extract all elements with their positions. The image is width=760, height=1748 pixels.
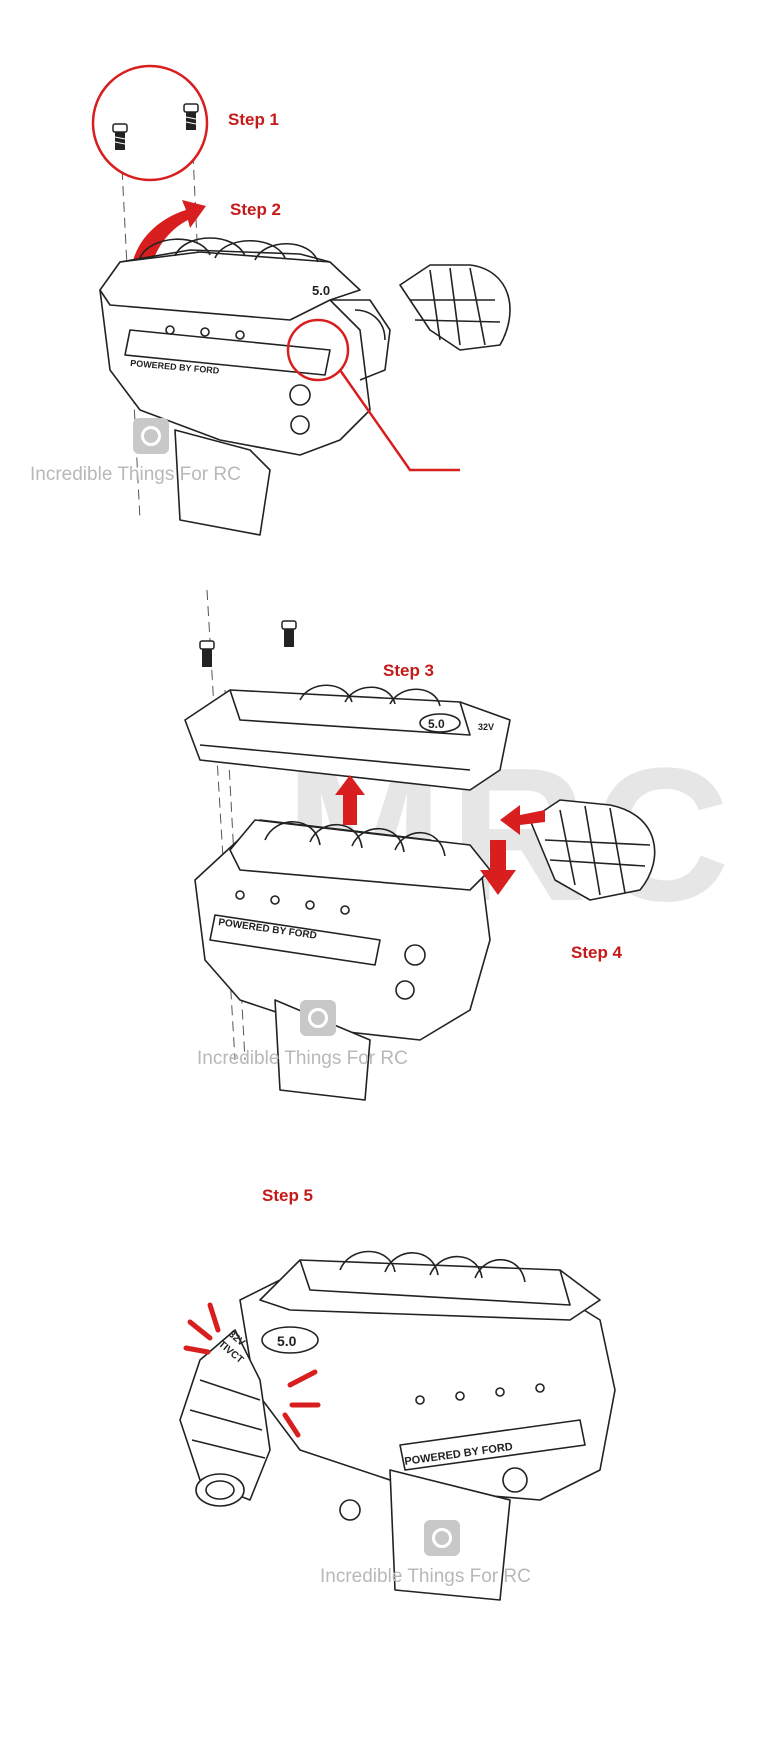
insert-arrow [500, 805, 545, 835]
engine-cover-illustration [184, 684, 511, 791]
screw-icon [183, 103, 199, 130]
engine-badge-text: 5.0 [428, 717, 445, 731]
engine-illustration [99, 237, 511, 536]
watermark-text: Incredible Things For RC [320, 1566, 531, 1587]
watermark-logo-icon [133, 418, 169, 454]
panel-2-assembly: 5.0 32V [184, 589, 656, 1101]
screw-icon [199, 640, 215, 667]
step-1-label: Step 1 [228, 110, 280, 129]
panel-3-assembled: 5.0 32V TIVCT POWERED BY FORD [179, 1250, 616, 1601]
up-arrow [335, 775, 365, 825]
panel-1-disassembly: POWERED BY FORD 5.0 [91, 64, 511, 536]
watermark-text: Incredible Things For RC [30, 464, 241, 485]
callout-leader [338, 369, 460, 472]
engine-badge-text: 5.0 [277, 1333, 297, 1349]
step-2-label: Step 2 [230, 200, 282, 219]
screw-icon [112, 123, 128, 150]
engine-badge-text: 5.0 [312, 283, 330, 298]
engine-illustration [179, 1250, 616, 1601]
step-3-label: Step 3 [383, 661, 435, 680]
watermark-logo-icon [300, 1000, 336, 1036]
step-5-label: Step 5 [262, 1186, 314, 1205]
snap-fit-indicator [183, 1302, 321, 1438]
callout-circle [286, 318, 350, 382]
engine-badge-text: 32V [478, 722, 494, 732]
engine-illustration [194, 799, 656, 1101]
watermark-text: Incredible Things For RC [197, 1048, 408, 1069]
screw-icon [281, 620, 297, 647]
step-4-label: Step 4 [571, 943, 623, 962]
down-arrow [480, 840, 516, 895]
watermark-logo-icon [424, 1520, 460, 1556]
screws-highlight-circle [91, 64, 209, 182]
